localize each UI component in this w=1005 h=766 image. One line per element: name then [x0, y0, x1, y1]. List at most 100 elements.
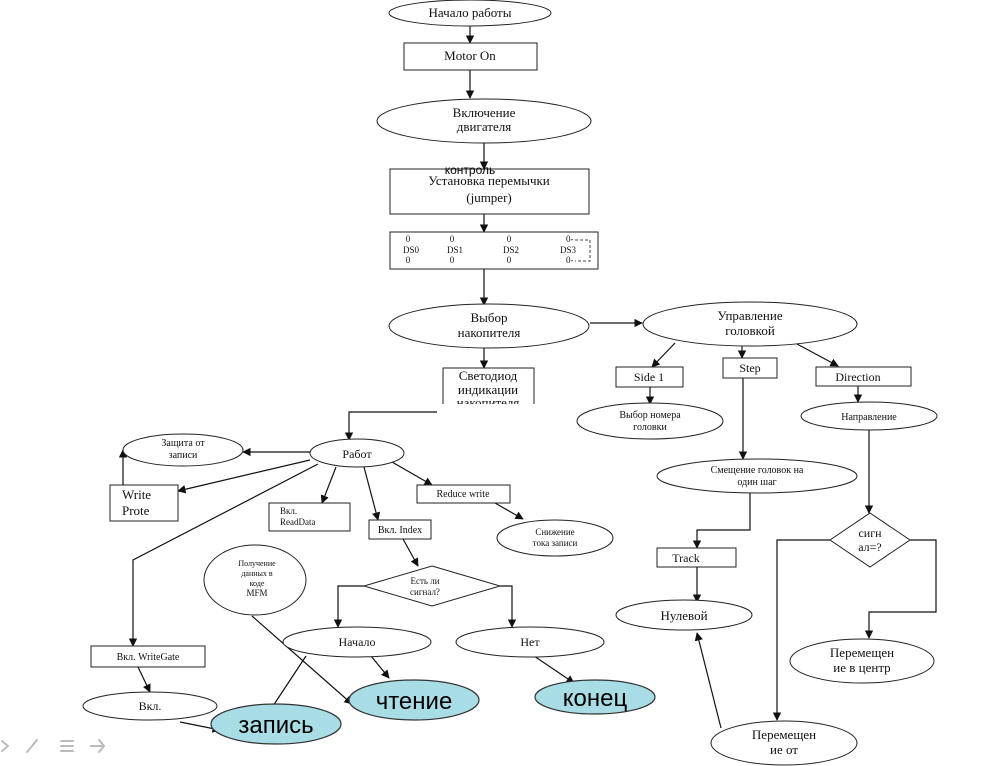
ds-pin: 0	[406, 255, 411, 265]
node-readdata-label-2: ReadData	[280, 517, 315, 527]
node-work-label: Работ	[342, 447, 372, 461]
node-move-center-label-2: ие в центр	[833, 660, 890, 675]
node-write-protect-question: Защита от записи	[122, 433, 244, 467]
node-move-from-label-2: ие от	[770, 742, 798, 757]
node-signal-question-label-2: ал=?	[858, 540, 882, 554]
slide-controls[interactable]	[1, 739, 105, 753]
ds-pin: 0	[450, 234, 455, 244]
node-side1-label: Side 1	[634, 370, 664, 384]
node-no-label: Нет	[520, 635, 540, 649]
edge-begin-reading	[370, 655, 390, 679]
node-work: Работ	[309, 438, 405, 468]
node-led: Светодиод индикации накопителя	[437, 367, 539, 414]
node-signal-exists: Есть ли сигнал?	[362, 565, 502, 607]
node-write-prot-label-2: Prote	[122, 503, 150, 518]
node-index: Вкл. Index	[368, 519, 432, 540]
edge-work-readdata	[320, 466, 337, 504]
node-step-label: Step	[739, 361, 760, 375]
pen-icon[interactable]	[26, 739, 38, 753]
edge-shift-track	[692, 493, 751, 549]
node-mfm-label-3: коде	[250, 579, 265, 588]
node-reduce-write-label: Reduce write	[436, 489, 490, 500]
terminal-end-label: конец	[563, 685, 628, 712]
node-begin: Начало	[282, 626, 432, 658]
node-head-control-label-1: Управление	[717, 308, 782, 323]
node-ds-block: 0 0 0 0- DS0 DS1 DS2 DS3 0 0 0 0-	[389, 231, 599, 270]
node-readdata-label-1: Вкл.	[280, 506, 297, 516]
node-index-label: Вкл. Index	[378, 525, 422, 536]
node-jumper-label-1: Установка перемычки	[428, 173, 550, 188]
edge-work-index	[363, 466, 381, 521]
ds-label: DS3	[560, 245, 577, 255]
node-zero-label: Нулевой	[660, 608, 707, 623]
edge-index-signal	[402, 538, 419, 567]
edge-writegate-on	[137, 666, 151, 693]
node-direction-oval: Направление	[800, 401, 938, 431]
terminal-reading: чтение	[348, 679, 480, 721]
node-current-reduce: Снижение тока записи	[496, 519, 614, 557]
ds-pin: 0-	[566, 255, 574, 265]
ds3-jumper	[575, 239, 591, 262]
node-drive-select: Выбор накопителя	[388, 303, 590, 349]
node-write-prot: Write Prote	[109, 484, 179, 522]
edge-begin-record	[272, 655, 307, 707]
node-head-shift: Смещение головок на один шаг	[656, 458, 858, 494]
next-arrow-icon[interactable]	[90, 739, 105, 747]
prev-arrow-icon[interactable]	[1, 740, 9, 752]
node-write-prot-label-1: Write	[122, 487, 151, 502]
node-mfm-label-4: MFM	[246, 588, 267, 598]
node-start: Начало работы	[388, 0, 552, 27]
node-readdata: Вкл. ReadData	[268, 502, 351, 532]
node-side1: Side 1	[615, 366, 684, 388]
node-engine-on-label-2: двигателя	[457, 119, 511, 134]
node-engine-on: Включение двигателя	[376, 98, 592, 144]
node-head-select-label-2: головки	[633, 422, 667, 433]
node-engine-on-label-1: Включение	[453, 105, 516, 120]
edge-headctrl-direction	[796, 343, 839, 367]
edge-from-zero	[694, 632, 722, 729]
node-no: Нет	[455, 626, 605, 658]
terminal-record-label: запись	[238, 712, 313, 739]
menu-icon[interactable]	[60, 740, 74, 752]
edge-no-end	[533, 655, 575, 684]
node-led-label-2: индикации	[458, 382, 518, 397]
node-move-from: Перемещен ие от	[710, 720, 858, 766]
node-motor-on: Motor On	[403, 42, 538, 71]
ds-pin: 0	[507, 255, 512, 265]
node-drive-select-label-2: накопителя	[458, 325, 521, 340]
node-writegate: Вкл. WriteGate	[90, 645, 206, 668]
node-signal-exists-label-2: сигнал?	[410, 587, 440, 597]
ds-pin: 0	[406, 234, 411, 244]
edge-signal-no	[500, 585, 517, 628]
edge-mfm-reading	[251, 615, 353, 705]
node-reduce-write: Reduce write	[416, 484, 511, 504]
node-move-center-label-1: Перемещен	[830, 645, 894, 660]
ds-pin: 0	[507, 234, 512, 244]
node-writegate-label: Вкл. WriteGate	[117, 652, 180, 663]
node-on: Вкл.	[82, 691, 218, 721]
edge-signal-from	[772, 539, 830, 721]
node-signal-question-label-1: сигн	[858, 526, 882, 540]
node-track: Track	[656, 547, 737, 568]
node-head-select: Выбор номера головки	[576, 402, 724, 440]
edges	[118, 26, 937, 733]
node-jumper: Установка перемычки (jumper)	[389, 168, 590, 215]
terminal-end: конец	[534, 679, 656, 715]
edge-reduce-current	[494, 502, 524, 520]
node-direction-label: Direction	[835, 370, 880, 384]
node-track-label: Track	[672, 551, 700, 565]
edge-signal-begin	[333, 585, 364, 628]
node-on-label: Вкл.	[139, 699, 162, 713]
terminal-record: запись	[210, 703, 342, 745]
edge-headctrl-side	[651, 342, 676, 368]
node-write-protect-question-label-1: Защита от	[161, 438, 205, 449]
node-jumper-label-2: (jumper)	[466, 190, 511, 205]
node-mfm-label-2: данных в	[241, 569, 273, 578]
node-current-reduce-label-1: Снижение	[535, 527, 574, 537]
node-current-reduce-label-2: тока записи	[533, 538, 578, 548]
node-write-protect-question-label-2: записи	[169, 450, 198, 461]
node-head-select-label-1: Выбор номера	[619, 410, 681, 421]
terminal-reading-label: чтение	[376, 688, 453, 715]
next-arrow-icon-tail[interactable]	[98, 745, 105, 753]
